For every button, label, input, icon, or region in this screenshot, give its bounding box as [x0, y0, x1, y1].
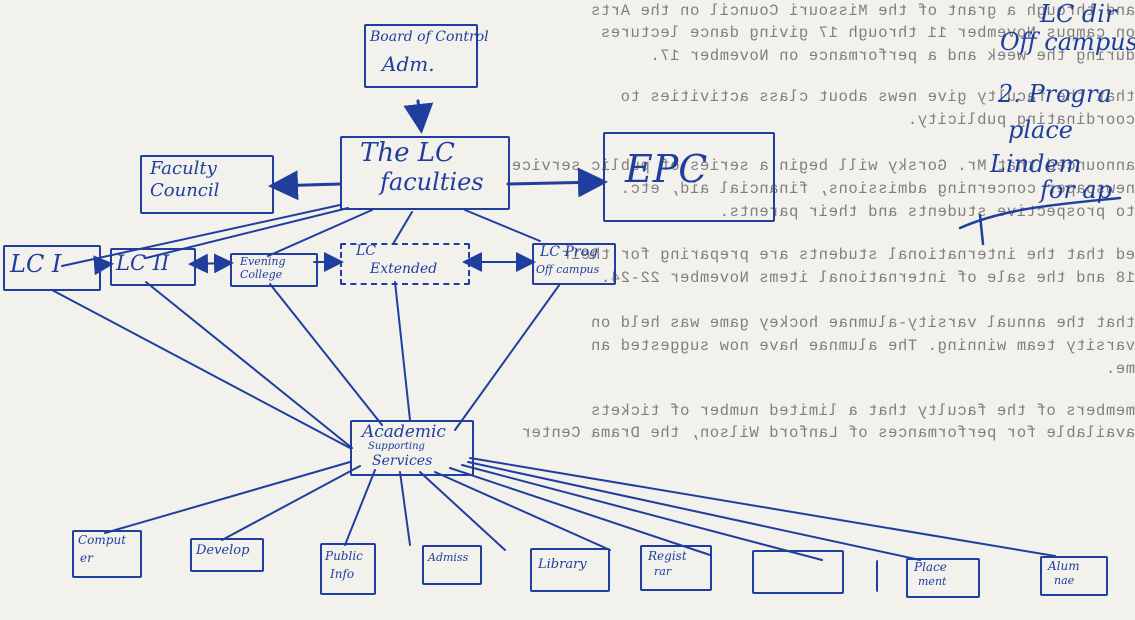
development-label: Develop [196, 544, 249, 557]
board-adm-label: Adm. [382, 54, 435, 74]
evening-college-label-2: College [240, 269, 282, 280]
lc-ii-label: LC II [116, 253, 169, 274]
margin-note-line: LC dir [1040, 2, 1116, 26]
lc-off-campus-label-2: Off campus [536, 264, 599, 275]
margin-note-line: place [1008, 118, 1073, 142]
computer-label-1: Comput [78, 534, 126, 546]
margin-note-line: Lindem [990, 152, 1081, 176]
evening-college-label-1: Evening [240, 256, 285, 267]
academic-services-label-1: Academic [362, 424, 446, 441]
service-box-blank [876, 560, 880, 592]
faculty-council-label-2: Council [150, 182, 219, 200]
admissions-label: Admiss [428, 552, 468, 563]
lc-faculties-label-2: faculties [380, 170, 484, 194]
placement-label-1: Place [914, 561, 947, 573]
lc-faculties-label-1: The LC [360, 140, 455, 166]
public-info-label-1: Public [325, 550, 363, 562]
board-of-control-label: Board of Control [370, 30, 489, 44]
margin-note-line: for ap [1040, 178, 1112, 202]
alumnae-label-1: Alum [1048, 560, 1080, 572]
academic-services-label-3: Services [372, 454, 432, 468]
lc-extended-label-2: Extended [370, 262, 437, 276]
library-label: Library [538, 558, 587, 571]
epc-label: EPC [625, 150, 707, 188]
placement-label-2: ment [918, 576, 946, 587]
lc-i-label: LC I [10, 252, 61, 276]
service-box-blank [752, 550, 844, 594]
margin-note-line: 2. Progra [998, 82, 1112, 106]
lc-extended-label-1: LC [356, 244, 376, 258]
lc-off-campus-label-1: LC Prog [540, 245, 598, 259]
margin-note-line: Off campus [1000, 30, 1135, 54]
registrar-label-2: rar [654, 566, 671, 577]
computer-label-2: er [80, 552, 93, 564]
alumnae-label-2: nae [1054, 575, 1074, 586]
public-info-label-2: Info [330, 568, 354, 580]
faculty-council-label-1: Faculty [150, 160, 217, 178]
registrar-label-1: Regist [648, 550, 687, 562]
academic-services-label-2: Supporting [368, 442, 425, 452]
